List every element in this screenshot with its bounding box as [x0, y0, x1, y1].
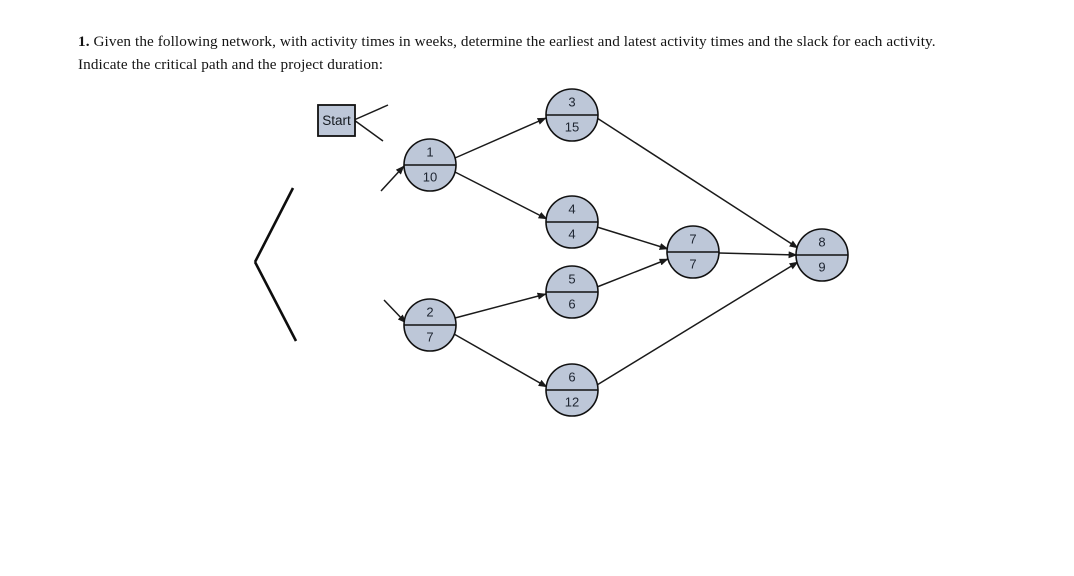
stub-arrows [380, 165, 407, 324]
question-text: 1. Given the following network, with act… [78, 30, 968, 76]
edge-2-to-6 [453, 333, 548, 388]
node-activity-id-3: 3 [568, 94, 575, 109]
node-duration-1: 10 [423, 169, 437, 184]
node-duration-5: 6 [568, 296, 575, 311]
stub-arrow-to-node-2 [383, 299, 407, 324]
edge-4-to-7 [596, 226, 669, 250]
activity-node-5: 56 [545, 265, 599, 319]
edge-5-to-7 [596, 258, 669, 288]
edge-7-to-8 [718, 251, 798, 259]
activity-node-2: 27 [403, 298, 457, 352]
node-activity-id-1: 1 [426, 144, 433, 159]
edge-6-to-8 [596, 261, 799, 386]
activity-node-1: 1 10 [403, 138, 457, 192]
node-activity-id-4: 4 [568, 201, 575, 216]
node-duration-2: 7 [426, 329, 433, 344]
activity-node-6: 6 12 [545, 363, 599, 417]
left-chevron-mark [253, 187, 298, 342]
node-activity-id-6: 6 [568, 369, 575, 384]
node-activity-id-2: 2 [426, 304, 433, 319]
start-box-label: Start [322, 113, 351, 128]
stub-arrow-to-node-1 [380, 165, 405, 192]
node-duration-8: 9 [818, 259, 825, 274]
edge-group [453, 117, 799, 388]
edge-1-to-3 [454, 117, 547, 159]
node-duration-6: 12 [565, 394, 579, 409]
edge-1-to-4 [454, 171, 548, 220]
question-body: Given the following network, with activi… [78, 33, 936, 74]
node-duration-4: 4 [568, 226, 575, 241]
node-duration-3: 15 [565, 119, 579, 134]
edge-2-to-5 [454, 292, 547, 319]
activity-node-3: 3 15 [545, 88, 599, 142]
node-activity-id-7: 7 [689, 231, 696, 246]
start-box [317, 104, 356, 137]
node-duration-7: 7 [689, 256, 696, 271]
activity-node-7: 77 [666, 225, 720, 279]
activity-node-4: 44 [545, 195, 599, 249]
question-number: 1. [78, 33, 90, 51]
activity-node-8: 89 [795, 228, 849, 282]
edge-3-to-8 [596, 117, 799, 249]
node-activity-id-5: 5 [568, 271, 575, 286]
node-activity-id-8: 8 [818, 234, 825, 249]
start-node: Start [317, 104, 389, 142]
